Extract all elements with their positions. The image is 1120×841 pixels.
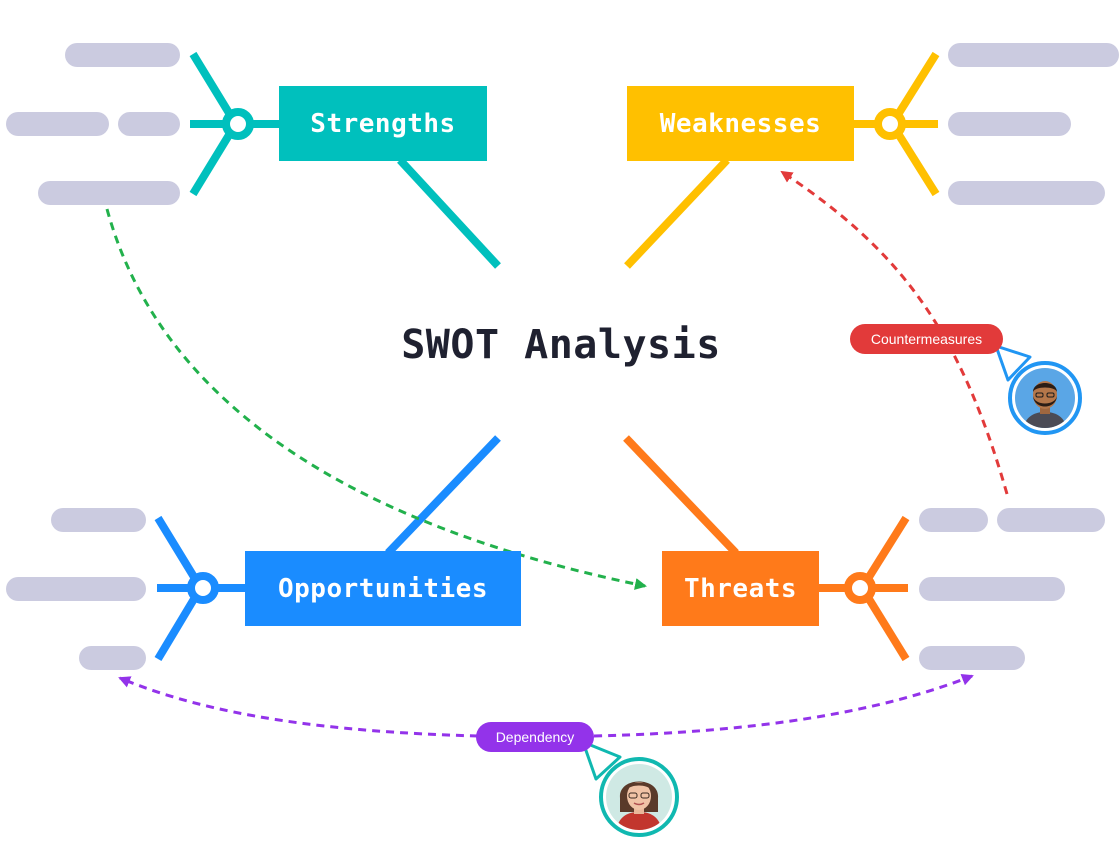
- countermeasures-tag[interactable]: Countermeasures: [850, 324, 1003, 354]
- threats-placeholder-1: [919, 508, 988, 532]
- opportunities-placeholder-1: [51, 508, 146, 532]
- weaknesses-node[interactable]: Weaknesses: [627, 86, 854, 161]
- dependency-connector[interactable]: [118, 676, 479, 738]
- strengths-placeholder-3: [118, 112, 180, 136]
- opportunities-placeholder-3: [79, 646, 146, 670]
- threats-placeholder-2: [997, 508, 1105, 532]
- opportunities-branches: [154, 435, 501, 662]
- collaborator-avatar-woman[interactable]: [599, 757, 679, 837]
- woman-avatar-icon: [606, 764, 672, 830]
- strengths-placeholder-4: [38, 181, 180, 205]
- weaknesses-placeholder-3: [948, 181, 1105, 205]
- weaknesses-placeholder-1: [948, 43, 1119, 67]
- cursor-icon: [994, 344, 1032, 382]
- threats-branches: [623, 435, 910, 662]
- dependency-tag[interactable]: Dependency: [476, 722, 594, 752]
- countermeasures-connector[interactable]: [780, 170, 1009, 495]
- strengths-to-threats-connector[interactable]: [105, 208, 647, 590]
- threats-node[interactable]: Threats: [662, 551, 819, 626]
- threats-placeholder-3: [919, 577, 1065, 601]
- diagram-title: SWOT Analysis: [401, 322, 721, 368]
- opportunities-node[interactable]: Opportunities: [245, 551, 521, 626]
- collaborator-avatar-man[interactable]: [1008, 361, 1082, 435]
- cursor-icon: [581, 740, 622, 781]
- strengths-placeholder-2: [6, 112, 109, 136]
- strengths-placeholder-1: [65, 43, 180, 67]
- threats-placeholder-4: [919, 646, 1025, 670]
- opportunities-placeholder-2: [6, 577, 146, 601]
- weaknesses-branches: [624, 51, 940, 269]
- man-avatar-icon: [1015, 368, 1075, 428]
- dependency-connector-right[interactable]: [593, 674, 974, 738]
- strengths-node[interactable]: Strengths: [279, 86, 487, 161]
- strengths-branches: [189, 51, 501, 269]
- weaknesses-placeholder-2: [948, 112, 1071, 136]
